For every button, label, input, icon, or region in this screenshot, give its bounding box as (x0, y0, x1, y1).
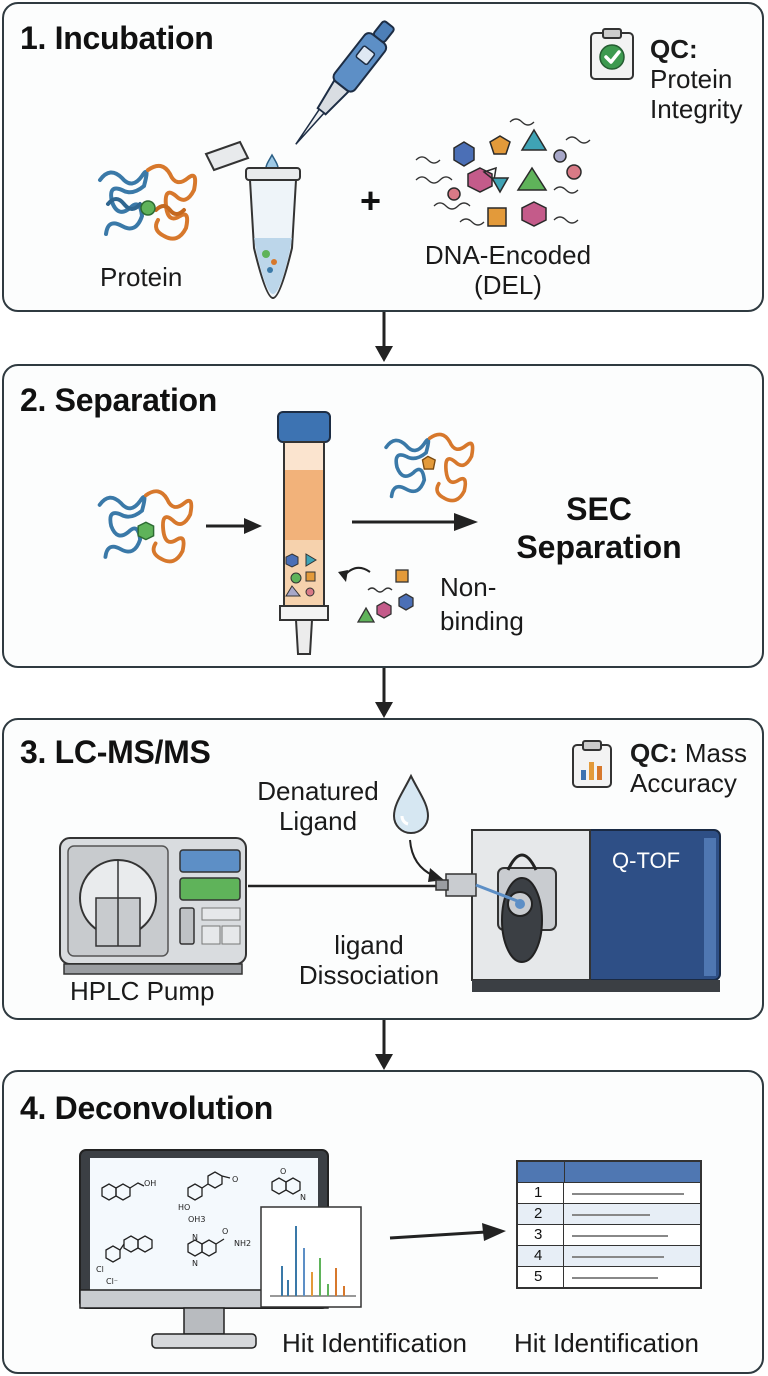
panel-title: 2. Separation (20, 382, 218, 418)
nonbinding-label: Non- binding (440, 570, 524, 638)
dissociation-line1: ligand (334, 930, 404, 960)
sec-column-icon (277, 411, 331, 655)
table-row: 3 (518, 1225, 700, 1246)
chem-label-nh2: NH2 (234, 1239, 251, 1248)
row-number: 1 (518, 1183, 564, 1203)
row-number: 3 (518, 1225, 564, 1245)
qc-line2: Protein (650, 64, 733, 94)
long-arrow-icon (352, 513, 478, 531)
chem-label-ho: HO (178, 1203, 190, 1212)
plus-sign: + (360, 180, 382, 221)
chem-label-methoxy: O (232, 1175, 238, 1184)
qtof-instrument-icon (435, 829, 721, 992)
del-label: DNA-Encoded (DEL) (404, 240, 612, 300)
ligand-dissociation-label: ligand Dissociation (284, 930, 454, 990)
sec-line1: SEC (566, 491, 632, 527)
clipboard-check-icon (590, 28, 634, 80)
chem-label-amideo: O (222, 1227, 228, 1236)
chem-label-n1: N (192, 1233, 198, 1242)
table-caption: Hit Identification (514, 1328, 699, 1358)
panel-lcms: 3. LC-MS/MS QC: Mass Accuracy Denatured … (2, 718, 764, 1020)
clipboard-chart-icon (572, 740, 612, 788)
flow-arrow (375, 668, 393, 718)
qtof-label: Q-TOF (612, 848, 681, 873)
arrow-to-column-icon (206, 518, 262, 534)
microtube-icon (204, 140, 301, 300)
protein-icon (98, 163, 198, 241)
qc-prefix: QC: (630, 738, 678, 768)
protein-complex-icon (97, 489, 194, 564)
qc-rest: Mass (677, 738, 748, 768)
pipette-icon (295, 20, 395, 145)
flow-arrow (375, 312, 393, 362)
row-value-line (564, 1204, 700, 1224)
sec-line2: Separation (516, 529, 682, 565)
panel-title: 4. Deconvolution (20, 1090, 273, 1126)
nonbinding-line1: Non- (440, 572, 497, 602)
row-value-line (564, 1267, 700, 1287)
qc-protein-integrity: QC: Protein Integrity (650, 34, 768, 124)
injection-arrow-icon (409, 839, 444, 882)
nonbinding-line2: binding (440, 606, 524, 636)
denatured-line1: Denatured (257, 776, 379, 806)
droplet-icon (392, 773, 430, 834)
panel-title: 3. LC-MS/MS (20, 734, 211, 770)
del-line2: (DEL) (474, 270, 542, 300)
table-header (518, 1162, 700, 1183)
qc-line2: Accuracy (630, 768, 737, 798)
dissociation-line2: Dissociation (298, 960, 440, 990)
denatured-line2: Ligand (278, 806, 358, 836)
nonbinding-ligands-icon (356, 569, 414, 623)
flow-arrow (375, 1020, 393, 1070)
row-value-line (564, 1183, 700, 1203)
bound-complex-icon (384, 432, 475, 503)
monitor-caption: Hit Identification (282, 1328, 467, 1358)
hplc-pump-icon (59, 837, 247, 975)
qc-mass-accuracy: QC: Mass Accuracy (630, 738, 768, 798)
table-row: 1 (518, 1183, 700, 1204)
panel-title: 1. Incubation (20, 20, 214, 56)
chem-label-cl: Cl (96, 1265, 104, 1274)
chem-label-ketone: O (280, 1167, 286, 1176)
panel-incubation: 1. Incubation QC: Protein Integrity Prot… (2, 2, 764, 312)
chem-label-clminus: Cl⁻ (106, 1277, 118, 1286)
sec-separation-label: SEC Separation (484, 490, 714, 566)
table-row: 2 (518, 1204, 700, 1225)
row-value-line (564, 1246, 700, 1266)
chem-label-nmethyl: N (300, 1193, 306, 1202)
chem-label-n2: N (192, 1259, 198, 1268)
row-number: 2 (518, 1204, 564, 1224)
hplc-pump-label: HPLC Pump (70, 976, 215, 1006)
qc-line3: Integrity (650, 94, 743, 124)
panel-separation: 2. Separation (2, 364, 764, 668)
chem-label-oh3: OH3 (188, 1215, 205, 1224)
del-library-icon (415, 118, 591, 227)
row-value-line (564, 1225, 700, 1245)
row-number: 5 (518, 1267, 564, 1287)
tubing-line (248, 884, 448, 888)
curved-arrow-icon (338, 566, 371, 582)
arrow-to-table-icon (389, 1223, 506, 1241)
table-row: 5 (518, 1267, 700, 1287)
qc-prefix: QC: (650, 34, 698, 64)
table-row: 4 (518, 1246, 700, 1267)
del-line1: DNA-Encoded (424, 240, 592, 270)
mass-spectrum-inset (260, 1206, 362, 1308)
denatured-ligand-label: Denatured Ligand (240, 776, 396, 836)
row-number: 4 (518, 1246, 564, 1266)
protein-label: Protein (100, 262, 183, 292)
chem-label-cooh: OH (144, 1179, 156, 1188)
panel-deconvolution: 4. Deconvolution OH O H (2, 1070, 764, 1374)
